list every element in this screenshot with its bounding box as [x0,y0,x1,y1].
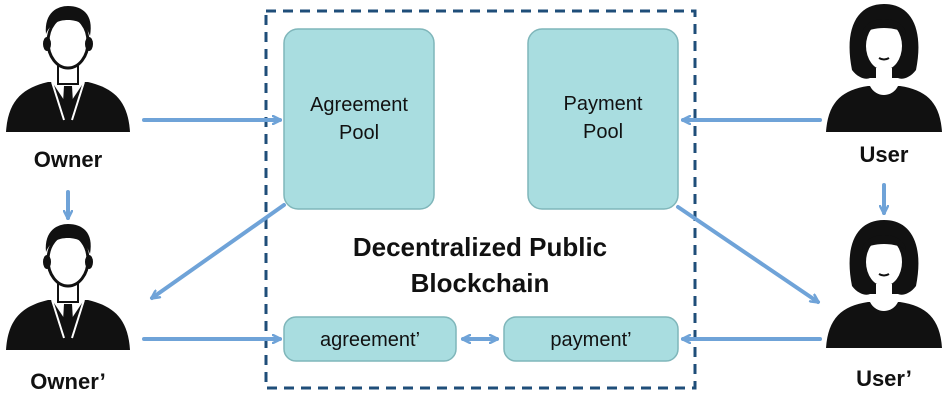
owner-businessman-icon [4,4,132,134]
agreement-record-box [283,316,457,362]
blockchain-container [264,9,697,390]
owner-prime-businessman-icon [4,222,132,352]
payment-record-label: payment’ [550,329,631,351]
agreement-pool-box [283,28,435,210]
user-prime-woman-icon [825,219,943,349]
owner-label: Owner [34,147,103,172]
arrow-agreement-pool-to-owner-prime [152,203,286,300]
payment-pool-label-line2: Pool [583,121,623,143]
payment-pool-label-line1: Payment [564,93,643,115]
agreement-pool-label-line2: Pool [339,122,379,144]
user-label: User [860,142,909,167]
arrow-payment-pool-to-user-prime [676,205,818,304]
user-prime-label: User’ [856,366,912,391]
agreement-record-label: agreement’ [320,329,420,351]
payment-pool-box [527,28,679,210]
user-woman-icon [825,3,943,133]
blockchain-title-line2: Blockchain [411,268,550,298]
agreement-pool-label-line1: Agreement [310,94,408,116]
payment-record-box [503,316,679,362]
owner-prime-label: Owner’ [30,369,105,394]
blockchain-title-line1: Decentralized Public [353,232,607,262]
